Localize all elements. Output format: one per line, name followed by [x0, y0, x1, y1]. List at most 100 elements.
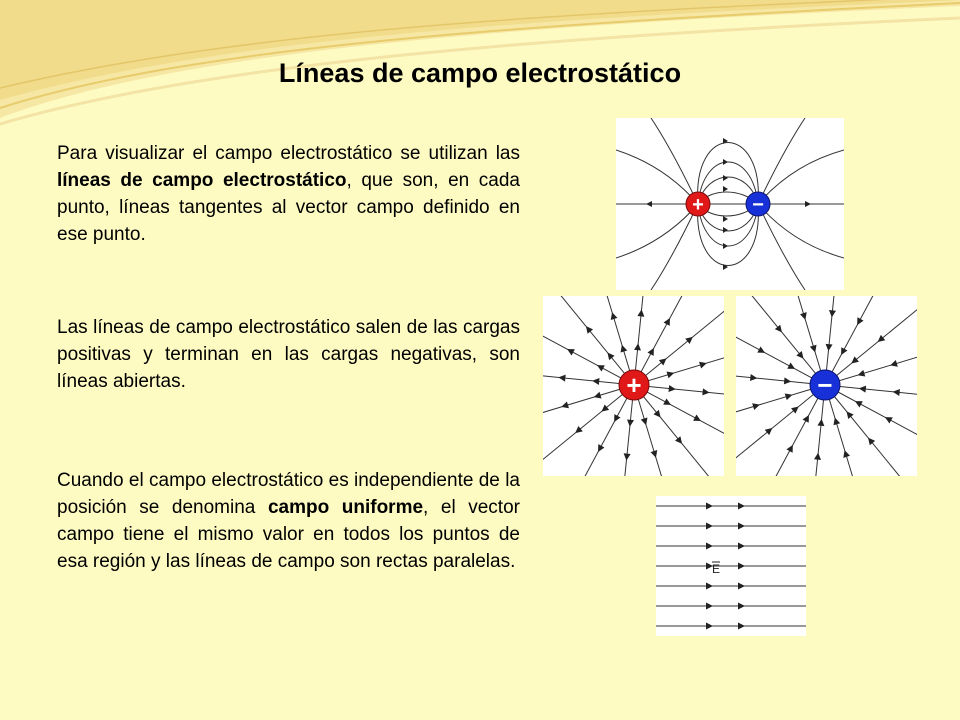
arrowhead: [738, 502, 745, 510]
arrowhead: [640, 417, 648, 426]
arrowhead: [774, 324, 782, 333]
arrowhead: [783, 377, 792, 385]
uniform-field-figure: E: [656, 496, 806, 636]
arrowhead: [663, 318, 670, 326]
paragraph-field-lines-definition: Para visualizar el campo electrostático …: [57, 140, 520, 248]
arrowhead: [561, 401, 569, 409]
arrowhead: [585, 326, 594, 334]
arrowhead: [892, 389, 900, 396]
dipole-outer-line: [757, 203, 806, 291]
dipole-negative-sign: −: [752, 194, 764, 216]
arrowhead: [575, 425, 583, 434]
dipole-negative-charge: [745, 191, 771, 217]
arrowhead: [796, 351, 804, 359]
arrowhead: [706, 542, 713, 550]
uniform-parallel-lines: [656, 505, 806, 627]
dipole-loop: [697, 203, 759, 247]
paragraph-1-bold-term: líneas de campo electrostático: [57, 170, 347, 191]
arrowhead: [857, 317, 864, 326]
positive-charge-figure: +: [494, 245, 774, 525]
arrowhead: [650, 450, 658, 458]
arrowhead: [646, 201, 652, 207]
arrowhead: [750, 374, 758, 381]
arrowhead: [558, 374, 566, 382]
arrowhead: [723, 138, 728, 144]
arrowhead: [607, 352, 615, 361]
dipole-arrowheads: [646, 138, 811, 270]
swoosh-line-2: [0, 16, 960, 126]
arrowhead: [685, 336, 693, 345]
arrowhead: [623, 453, 631, 461]
decorative-swoosh: [0, 0, 960, 126]
arrowhead: [668, 385, 676, 392]
arrowhead: [858, 385, 867, 393]
arrowhead: [693, 414, 701, 421]
arrowhead: [637, 309, 645, 317]
arrowhead: [634, 343, 641, 351]
arrowhead: [567, 349, 575, 356]
arrowhead: [723, 243, 728, 249]
paragraph-3-text-c: , el vector campo tiene el mismo valor e…: [57, 497, 520, 572]
dipole-field-lines: + −: [615, 117, 845, 291]
arrowhead: [738, 542, 745, 550]
arrowhead: [738, 622, 745, 630]
arrowhead: [738, 602, 745, 610]
arrowhead: [647, 347, 654, 356]
arrowhead: [593, 391, 602, 399]
arrowhead: [663, 398, 672, 405]
paragraph-3-text-a: Cuando el campo electrostático es indepe…: [57, 470, 520, 518]
arrowhead: [723, 159, 728, 165]
arrowhead: [723, 227, 728, 233]
swoosh-line-3: [0, 0, 887, 89]
positive-charge-field: +: [494, 245, 774, 525]
dipole-positive-charge: [685, 191, 711, 217]
arrowhead: [800, 312, 807, 320]
arrowhead: [784, 393, 793, 401]
arrowhead: [764, 428, 773, 436]
dipole-outer-line: [757, 203, 845, 259]
dipole-positive-sign: +: [692, 194, 704, 216]
page-title: Líneas de campo electrostático: [278, 58, 682, 88]
arrowhead: [723, 216, 728, 222]
paragraph-1-text-a: Para visualizar el campo electrostático …: [57, 143, 520, 164]
arrowhead: [706, 582, 713, 590]
negative-charge-sign: −: [817, 370, 832, 400]
arrowhead: [699, 361, 707, 369]
arrowhead: [706, 502, 713, 510]
positive-radial-arrows: [558, 309, 710, 461]
arrowhead: [627, 419, 634, 427]
arrowhead: [809, 344, 817, 353]
dipole-outer-line: [650, 117, 699, 205]
arrowhead: [706, 622, 713, 630]
arrowhead: [787, 362, 796, 369]
arrowhead: [841, 347, 848, 356]
dipole-outer-line: [757, 149, 845, 205]
arrowhead: [596, 365, 605, 372]
arrowhead: [757, 346, 766, 353]
arrowhead: [805, 201, 811, 207]
arrowhead: [843, 450, 850, 458]
positive-charge: [618, 369, 650, 401]
positive-charge-sign: +: [626, 370, 641, 400]
arrowhead: [723, 186, 728, 192]
arrowhead: [877, 334, 886, 342]
dipole-outer-line: [615, 149, 699, 205]
arrowhead: [738, 562, 745, 570]
paragraph-uniform-field: Cuando el campo electrostático es indepe…: [57, 467, 520, 575]
arrowhead: [723, 264, 728, 270]
field-line: [824, 295, 934, 386]
arrowhead: [857, 369, 866, 377]
arrowhead: [752, 403, 760, 410]
paragraph-1-text-c: , que son, en cada punto, líneas tangent…: [57, 170, 520, 245]
arrowhead: [738, 522, 745, 530]
uniform-field-label: E: [712, 562, 720, 576]
arrowhead: [610, 312, 618, 320]
arrowhead: [598, 444, 605, 452]
dipole-outer-line: [615, 203, 699, 259]
arrowhead: [706, 602, 713, 610]
arrowhead: [817, 418, 825, 427]
arrowhead: [786, 444, 793, 453]
arrowhead: [674, 436, 683, 444]
arrowhead: [851, 356, 859, 364]
arrowhead: [802, 414, 809, 423]
